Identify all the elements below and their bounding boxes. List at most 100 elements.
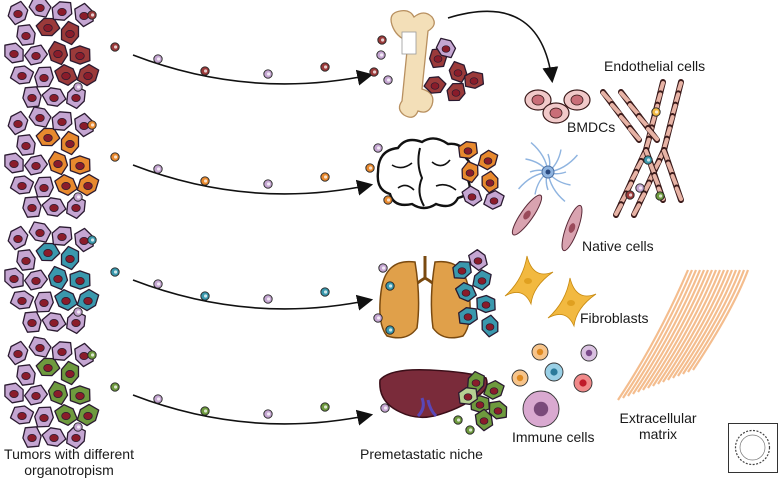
endothelial-vessel — [600, 79, 684, 218]
tumor-cell-bone-10-nucleus — [83, 72, 93, 80]
circulating-cell-bone-1-core — [204, 69, 208, 73]
native-cell-1 — [561, 204, 583, 252]
bone-niche-cell-2-core — [387, 78, 391, 82]
ecm-fiber-10 — [667, 269, 730, 381]
tumor-cell-liver-15-nucleus — [35, 344, 45, 352]
ctc-near-brain-core — [114, 155, 118, 159]
tumor-cell-bone-8-nucleus — [39, 74, 49, 82]
native-cell-nucleus-0 — [523, 210, 531, 220]
lung-niche-cell-0-core — [382, 266, 386, 270]
vessel-branch-brick-l-3 — [628, 127, 641, 141]
immune-cell-nucleus-2 — [516, 374, 524, 382]
bmdc-nucleus-2 — [570, 94, 584, 106]
tumor-cell-brain-1-nucleus — [43, 134, 53, 142]
circulating-cell-lung-3-core — [324, 290, 328, 294]
bone-tumor-cell-5-nucleus — [441, 45, 451, 53]
ecm-fiber-1 — [622, 269, 694, 399]
native-cell-0 — [511, 194, 543, 236]
immune-cells-label: Immune cells — [512, 429, 595, 445]
circulating-cell-liver-2-core — [267, 412, 271, 416]
circulating-cell-lung-2-core — [267, 297, 271, 301]
left-lung — [379, 260, 420, 339]
ecm-fiber-2 — [627, 269, 698, 397]
fibroblast-nucleus-0 — [524, 278, 532, 284]
liver-tumor-cell-4-nucleus — [479, 417, 489, 425]
ecm-fiber-0 — [617, 269, 690, 401]
tumor-cell-bone-13-nucleus — [71, 94, 81, 102]
ctc-top-lung-core — [91, 238, 95, 242]
tumor-cell-lung-11-nucleus — [27, 319, 37, 327]
ctc-near-bone-core — [114, 45, 118, 49]
ctc-bottom-liver-core — [77, 425, 81, 429]
liver-niche-cell-1-core — [469, 428, 473, 432]
tumor-cell-lung-17-nucleus — [79, 237, 89, 245]
bone-niche-cell-3-core — [381, 38, 385, 42]
tumor-cell-brain-6-nucleus — [75, 162, 85, 170]
tumor-cell-liver-16-nucleus — [57, 348, 67, 356]
ecm-fiber-6 — [647, 269, 714, 389]
tumor-cell-lung-15-nucleus — [35, 229, 45, 237]
neuron-cell — [518, 142, 578, 202]
tumor-cell-brain-16-nucleus — [57, 118, 67, 126]
lung-organ — [373, 249, 499, 339]
tumor-cell-liver-3-nucleus — [9, 390, 19, 398]
tumor-cell-bone-12-nucleus — [49, 94, 59, 102]
extracellular-matrix — [617, 269, 750, 401]
circulating-cell-liver-0-core — [157, 397, 161, 401]
immune-cell-nucleus-3 — [550, 368, 558, 376]
tumor-cell-liver-8-nucleus — [39, 414, 49, 422]
tumor-cell-liver-10-nucleus — [83, 412, 93, 420]
tumor-cell-lung-4-nucleus — [31, 277, 41, 285]
lung-niche-cell-2-core — [377, 316, 381, 320]
circulating-cell-lung-0-core — [157, 282, 161, 286]
tumor-row-lung — [4, 221, 374, 335]
ecm-label-line2: matrix — [638, 426, 678, 442]
tumors-label-line1: Tumors with different — [4, 446, 134, 462]
bone-shape — [390, 9, 435, 118]
liver-organ — [379, 368, 508, 435]
vessel-inner-cell-2-core — [639, 186, 643, 190]
liver-tumor-cell-3-nucleus — [493, 407, 503, 415]
tumor-cell-lung-12-nucleus — [49, 319, 59, 327]
ecm-fiber-4 — [637, 269, 706, 393]
brain-tumor-cell-3-nucleus — [485, 179, 495, 187]
brain-tumor-cell-5-nucleus — [489, 197, 499, 205]
tumor-cell-bone-7-nucleus — [17, 72, 27, 80]
tumor-cell-lung-1-nucleus — [43, 249, 53, 257]
tumor-cell-liver-17-nucleus — [79, 352, 89, 360]
brain-folds — [391, 159, 457, 191]
tumor-cell-brain-14-nucleus — [13, 120, 23, 128]
tumor-cell-brain-12-nucleus — [49, 204, 59, 212]
vessel-branch-brick-r-2 — [637, 115, 650, 129]
liver-niche-cell-2-core — [457, 418, 461, 422]
tumor-cell-brain-15-nucleus — [35, 114, 45, 122]
tumor-cell-bone-15-nucleus — [35, 4, 45, 12]
niche-components — [504, 79, 750, 428]
tumor-cell-brain-10-nucleus — [83, 182, 93, 190]
vessel-branch-brick-l-0 — [601, 91, 614, 105]
bone-tumor-cell-4-nucleus — [469, 77, 479, 85]
arrow-to-bmdcs — [447, 10, 559, 84]
tumor-cell-brain-9-nucleus — [61, 182, 71, 190]
lung-tumor-cell-6-nucleus — [473, 257, 483, 265]
vessel-branch-brick-r-3 — [646, 127, 659, 141]
ecm-fiber-11 — [672, 269, 734, 379]
tumor-cell-liver-9-nucleus — [61, 412, 71, 420]
tumor-cell-lung-9-nucleus — [61, 297, 71, 305]
tumor-cell-bone-11-nucleus — [27, 94, 37, 102]
ecm-fiber-15 — [692, 269, 750, 371]
ctc-top-brain-core — [91, 123, 95, 127]
ctc-near-lung-core — [114, 270, 118, 274]
tumor-cell-bone-2-nucleus — [65, 30, 75, 38]
tumor-cell-liver-14-nucleus — [13, 350, 23, 358]
arrow-bone — [132, 54, 374, 86]
vessel-inner-cell-3-core — [659, 194, 663, 198]
tumor-cell-bone-16-nucleus — [57, 8, 67, 16]
vessel-branch-brick-r-0 — [619, 91, 632, 105]
ecm-label-line1: Extracellular — [619, 410, 697, 426]
liver-tumor-cell-2-nucleus — [475, 401, 485, 409]
lung-tumor-cell-1-nucleus — [477, 277, 487, 285]
tumor-cell-lung-3-nucleus — [9, 275, 19, 283]
tumors-label-line2: organotropism — [24, 462, 114, 478]
circulating-cell-brain-3-core — [324, 175, 328, 179]
